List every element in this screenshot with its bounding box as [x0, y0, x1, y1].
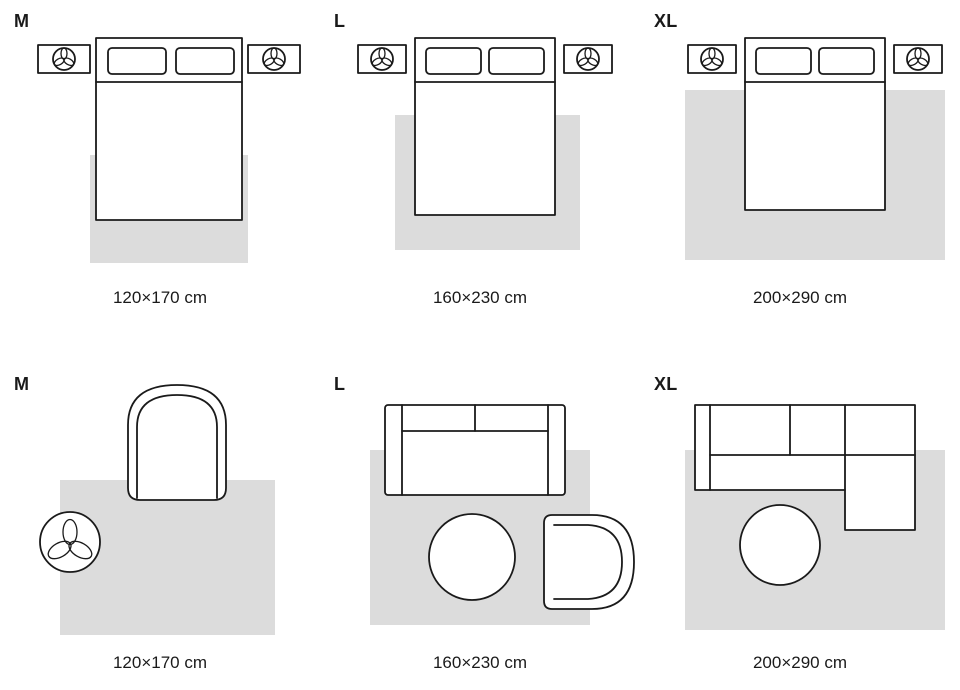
bedroom-l-diagram	[357, 37, 613, 250]
corner-sofa	[694, 404, 916, 531]
nightstand	[563, 44, 613, 74]
nightstand	[37, 44, 91, 74]
sofa	[384, 404, 566, 496]
coffee-table	[739, 504, 821, 586]
plant-icon	[907, 47, 929, 67]
size-label: L	[334, 11, 346, 31]
living-m-diagram	[39, 384, 275, 635]
coffee-table	[428, 513, 516, 601]
panel-bedroom-m: M	[0, 0, 320, 345]
nightstand	[893, 44, 943, 74]
plant-icon	[53, 47, 75, 67]
pillow	[755, 47, 812, 75]
size-label: XL	[654, 11, 678, 31]
pillow	[818, 47, 875, 75]
plant-icon	[263, 47, 285, 67]
pillow	[107, 47, 167, 75]
pillow	[488, 47, 545, 75]
bed	[744, 37, 886, 211]
size-label: L	[334, 374, 346, 394]
panel-living-xl: XL 200×290 cm	[640, 345, 960, 690]
dimensions-caption: 160×230 cm	[432, 288, 528, 307]
pillow	[425, 47, 482, 75]
plant-icon	[577, 47, 599, 67]
dimensions-caption: 160×230 cm	[432, 653, 528, 672]
bedroom-m-diagram	[37, 37, 301, 263]
living-xl-diagram	[685, 404, 945, 630]
nightstand	[247, 44, 301, 74]
size-label: XL	[654, 374, 678, 394]
pillow	[175, 47, 235, 75]
armchair	[127, 384, 227, 501]
plant-icon	[371, 47, 393, 67]
plant-icon	[39, 511, 101, 573]
size-label: M	[14, 11, 30, 31]
accent-chair	[543, 514, 635, 610]
panel-living-l: L 160×230 cm	[320, 345, 640, 690]
panel-bedroom-l: L	[320, 0, 640, 345]
dimensions-caption: 200×290 cm	[752, 288, 848, 307]
dimensions-caption: 120×170 cm	[112, 288, 208, 307]
bed	[414, 37, 556, 216]
nightstand	[357, 44, 407, 74]
panel-bedroom-xl: XL	[640, 0, 960, 345]
nightstand	[687, 44, 737, 74]
panel-living-m: M 120×170 cm	[0, 345, 320, 690]
living-l-diagram	[370, 404, 635, 625]
dimensions-caption: 120×170 cm	[112, 653, 208, 672]
size-label: M	[14, 374, 30, 394]
dimensions-caption: 200×290 cm	[752, 653, 848, 672]
bed	[95, 37, 243, 221]
bedroom-xl-diagram	[685, 37, 945, 260]
plant-icon	[701, 47, 723, 67]
